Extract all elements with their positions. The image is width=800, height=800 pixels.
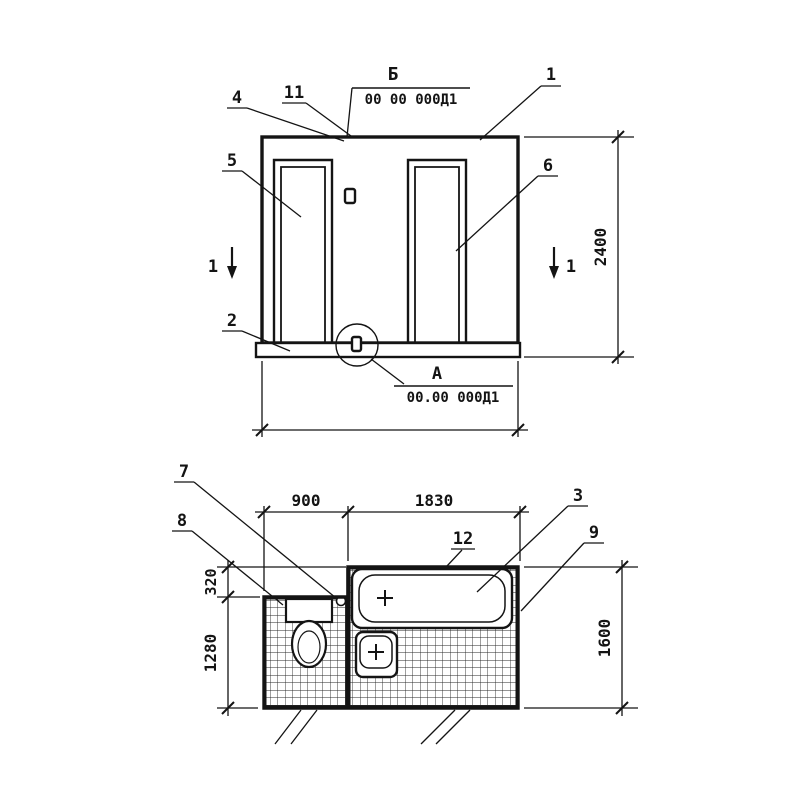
bathtub	[350, 567, 514, 630]
callout-11: 11	[284, 83, 304, 103]
elevation-view: Б 00 00 000Д1 А 00.00 000Д1 4 11 1 5	[208, 64, 634, 437]
toilet-bowl	[290, 619, 328, 669]
dim-320-label: 320	[202, 568, 220, 595]
detail-doc: 00.00 000Д1	[407, 390, 500, 406]
callout-7-leader	[193, 481, 337, 599]
dim-tick-b	[341, 505, 355, 519]
callout-6: 6	[543, 156, 553, 176]
dimension-left-depths: 320 1280	[201, 560, 346, 716]
right-door-opening-outer	[406, 158, 468, 343]
dim-tick-c	[513, 505, 527, 519]
left-door-opening-inner	[280, 166, 326, 343]
section-doc-top: 00 00 000Д1	[365, 92, 458, 108]
dim-1280-label: 1280	[201, 634, 220, 673]
section-ref-top-leader	[346, 87, 353, 138]
bottom-leader-2b	[435, 709, 471, 745]
callout-2: 2	[227, 311, 237, 331]
callout-1-leader	[479, 85, 542, 141]
section-letter-top: Б	[388, 64, 399, 85]
dim-1830-label: 1830	[415, 491, 454, 510]
detail-circle	[335, 323, 379, 367]
callout-9: 9	[589, 523, 599, 543]
dimension-bottom-width	[252, 361, 528, 437]
dim-900-label: 900	[292, 491, 321, 510]
dim-tick-top	[611, 130, 625, 144]
callout-1: 1	[546, 65, 556, 85]
detail-ref-leader	[370, 358, 405, 385]
bathtub-outer	[350, 567, 514, 630]
callout-12-leader	[446, 549, 463, 567]
detail-ref: А 00.00 000Д1	[370, 358, 513, 406]
bathtub-inner	[358, 574, 506, 623]
section-mark-right-arrow	[549, 266, 559, 279]
bottom-leader-1a	[274, 709, 302, 745]
dim-tick-h	[615, 701, 629, 715]
dim-tick-f	[221, 701, 235, 715]
dim-tick-e	[221, 590, 235, 604]
callout-4: 4	[232, 88, 242, 108]
bottom-leaders	[274, 709, 471, 745]
section-mark-right-label: 1	[566, 257, 576, 277]
plan-callouts: 7 8 3 9 12	[172, 462, 604, 612]
left-door-opening-outer	[272, 158, 334, 343]
callout-2-leader	[241, 330, 291, 352]
detail-fastener-marker	[350, 335, 363, 353]
washbasin	[354, 630, 399, 679]
detail-letter: А	[432, 364, 442, 384]
section-ref-top: Б 00 00 000Д1	[346, 64, 470, 138]
dim-tick-g	[615, 560, 629, 574]
bottom-leader-2a	[420, 709, 456, 745]
floor-strip	[254, 341, 522, 359]
toilet	[284, 597, 334, 669]
toilet-bowl-inner	[297, 630, 321, 664]
callout-12: 12	[453, 529, 473, 549]
fastener-marker	[343, 187, 357, 205]
dim-height-label: 2400	[591, 228, 610, 267]
dimension-height-2400: 2400	[524, 130, 634, 364]
section-mark-left-label: 1	[208, 257, 218, 277]
callout-8-leader	[191, 530, 284, 606]
dim-tick-bottom	[611, 350, 625, 364]
dimension-right-depth: 1600	[524, 560, 638, 716]
elevation-callouts: 4 11 1 5 6 2	[222, 65, 561, 352]
callout-5-leader	[241, 170, 302, 218]
bottom-leader-1b	[290, 709, 318, 745]
dimension-top-widths: 900 1830	[255, 491, 529, 591]
toilet-cistern	[284, 597, 334, 624]
callout-4-leader	[246, 107, 345, 142]
section-mark-right: 1	[549, 247, 576, 279]
section-mark-left: 1	[208, 247, 237, 279]
dim-tick-left	[255, 423, 269, 437]
callout-9-leader	[520, 542, 585, 612]
callout-5: 5	[227, 151, 237, 171]
panel-outline	[260, 135, 520, 345]
section-mark-left-arrow	[227, 266, 237, 279]
dim-tick-right	[511, 423, 525, 437]
callout-8: 8	[177, 511, 187, 531]
callout-3-leader	[476, 505, 569, 593]
washbasin-inner	[359, 635, 393, 669]
callout-3: 3	[573, 486, 583, 506]
dim-1600-label: 1600	[595, 619, 614, 658]
callout-11-leader	[305, 102, 352, 137]
right-door-opening-inner	[414, 166, 460, 343]
callout-7: 7	[179, 462, 189, 482]
plan-view: 900 1830 320 1280 1600 7	[172, 462, 638, 745]
dim-tick-a	[257, 505, 271, 519]
callout-6-leader	[455, 175, 539, 252]
